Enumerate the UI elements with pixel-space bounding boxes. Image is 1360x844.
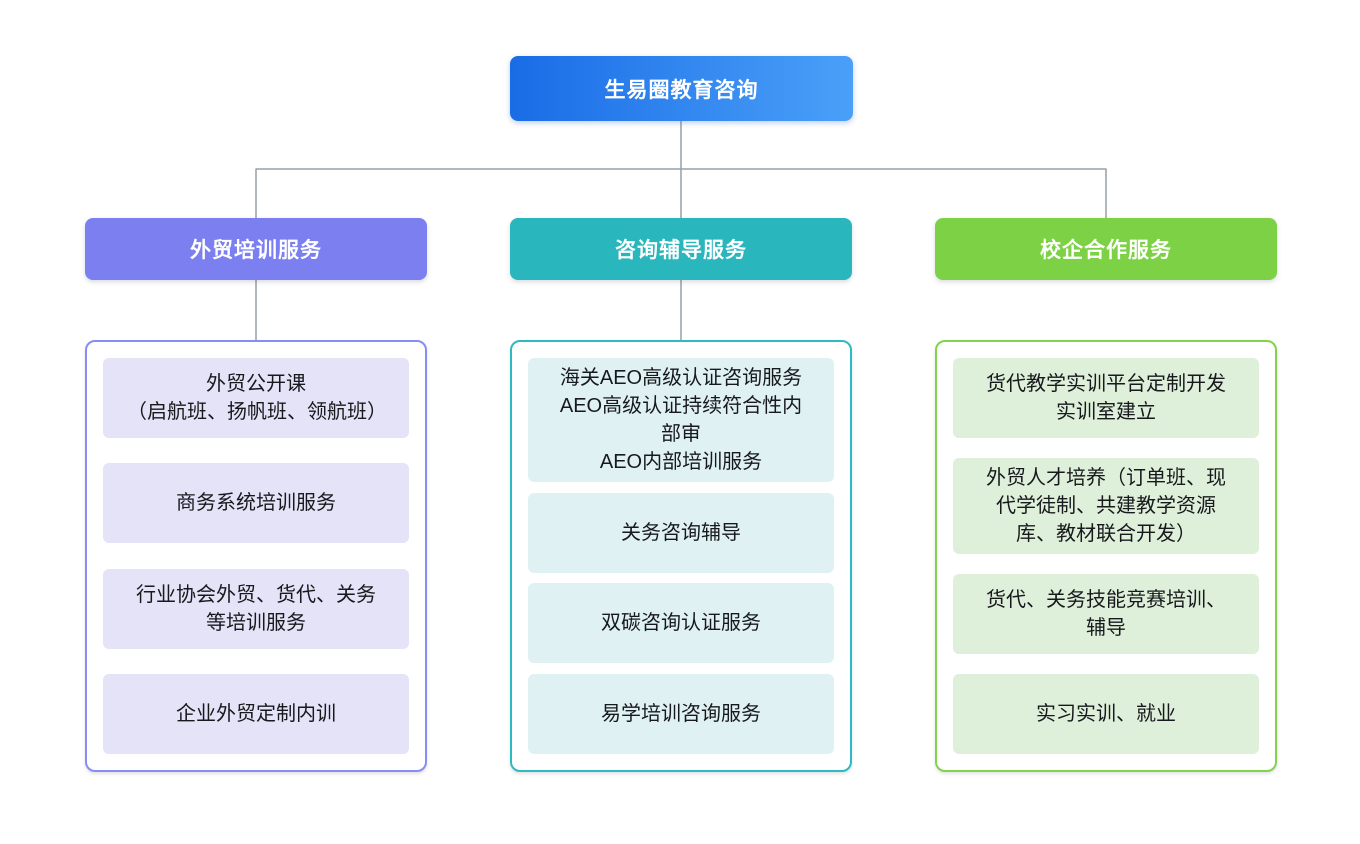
root-node-label: 生易圈教育咨询 bbox=[604, 78, 759, 102]
leaf-item-label: 行业协会外贸、货代、关务等培训服务 bbox=[136, 583, 376, 634]
branch-body: 外贸公开课 （启航班、扬帆班、领航班） 商务系统培训服务 行业协会外贸、货代、关… bbox=[85, 340, 427, 772]
leaf-item: 商务系统培训服务 bbox=[103, 463, 409, 544]
branch-consulting-coaching: 咨询辅导服务 海关AEO高级认证咨询服务 AEO高级认证持续符合性内部审 AEO… bbox=[510, 218, 852, 772]
leaf-item: 关务咨询辅导 bbox=[528, 492, 834, 573]
leaf-item-label: 双碳咨询认证服务 bbox=[601, 612, 761, 635]
branch-body: 货代教学实训平台定制开发 实训室建立 外贸人才培养（订单班、现代学徒制、共建教学… bbox=[935, 340, 1277, 772]
leaf-item: 货代、关务技能竞赛培训、辅导 bbox=[953, 574, 1259, 654]
leaf-item: 易学培训咨询服务 bbox=[528, 673, 834, 754]
branch-header-label: 校企合作服务 bbox=[1040, 239, 1172, 262]
leaf-item: 企业外贸定制内训 bbox=[103, 673, 409, 754]
leaf-item-label: 外贸人才培养（订单班、现代学徒制、共建教学资源库、教材联合开发） bbox=[986, 467, 1226, 545]
branch-header: 校企合作服务 bbox=[935, 218, 1277, 280]
root-node: 生易圈教育咨询 bbox=[510, 56, 853, 121]
leaf-item-label: 货代教学实训平台定制开发 实训室建立 bbox=[986, 373, 1226, 423]
leaf-item: 外贸人才培养（订单班、现代学徒制、共建教学资源库、教材联合开发） bbox=[953, 458, 1259, 554]
leaf-item-label: 实习实训、就业 bbox=[1036, 703, 1176, 725]
branch-foreign-trade-training: 外贸培训服务 外贸公开课 （启航班、扬帆班、领航班） 商务系统培训服务 行业协会… bbox=[85, 218, 427, 772]
leaf-item: 双碳咨询认证服务 bbox=[528, 583, 834, 664]
leaf-item-label: 易学培训咨询服务 bbox=[601, 702, 761, 725]
leaf-item: 海关AEO高级认证咨询服务 AEO高级认证持续符合性内部审 AEO内部培训服务 bbox=[528, 358, 834, 482]
leaf-item: 外贸公开课 （启航班、扬帆班、领航班） bbox=[103, 358, 409, 438]
branch-header: 咨询辅导服务 bbox=[510, 218, 852, 280]
leaf-item: 行业协会外贸、货代、关务等培训服务 bbox=[103, 568, 409, 649]
leaf-item-label: 关务咨询辅导 bbox=[621, 521, 741, 544]
branch-header: 外贸培训服务 bbox=[85, 218, 427, 280]
branch-header-label: 咨询辅导服务 bbox=[615, 239, 747, 262]
leaf-item-label: 企业外贸定制内训 bbox=[176, 702, 336, 725]
leaf-item-label: 外贸公开课 （启航班、扬帆班、领航班） bbox=[127, 373, 387, 423]
leaf-item: 货代教学实训平台定制开发 实训室建立 bbox=[953, 358, 1259, 438]
branch-body: 海关AEO高级认证咨询服务 AEO高级认证持续符合性内部审 AEO内部培训服务 … bbox=[510, 340, 852, 772]
leaf-item-label: 海关AEO高级认证咨询服务 AEO高级认证持续符合性内部审 AEO内部培训服务 bbox=[559, 367, 803, 473]
branch-header-label: 外贸培训服务 bbox=[190, 239, 322, 262]
leaf-item-label: 货代、关务技能竞赛培训、辅导 bbox=[986, 589, 1226, 639]
leaf-item: 实习实训、就业 bbox=[953, 674, 1259, 754]
branch-school-enterprise-cooperation: 校企合作服务 货代教学实训平台定制开发 实训室建立 外贸人才培养（订单班、现代学… bbox=[935, 218, 1277, 772]
leaf-item-label: 商务系统培训服务 bbox=[176, 492, 336, 515]
